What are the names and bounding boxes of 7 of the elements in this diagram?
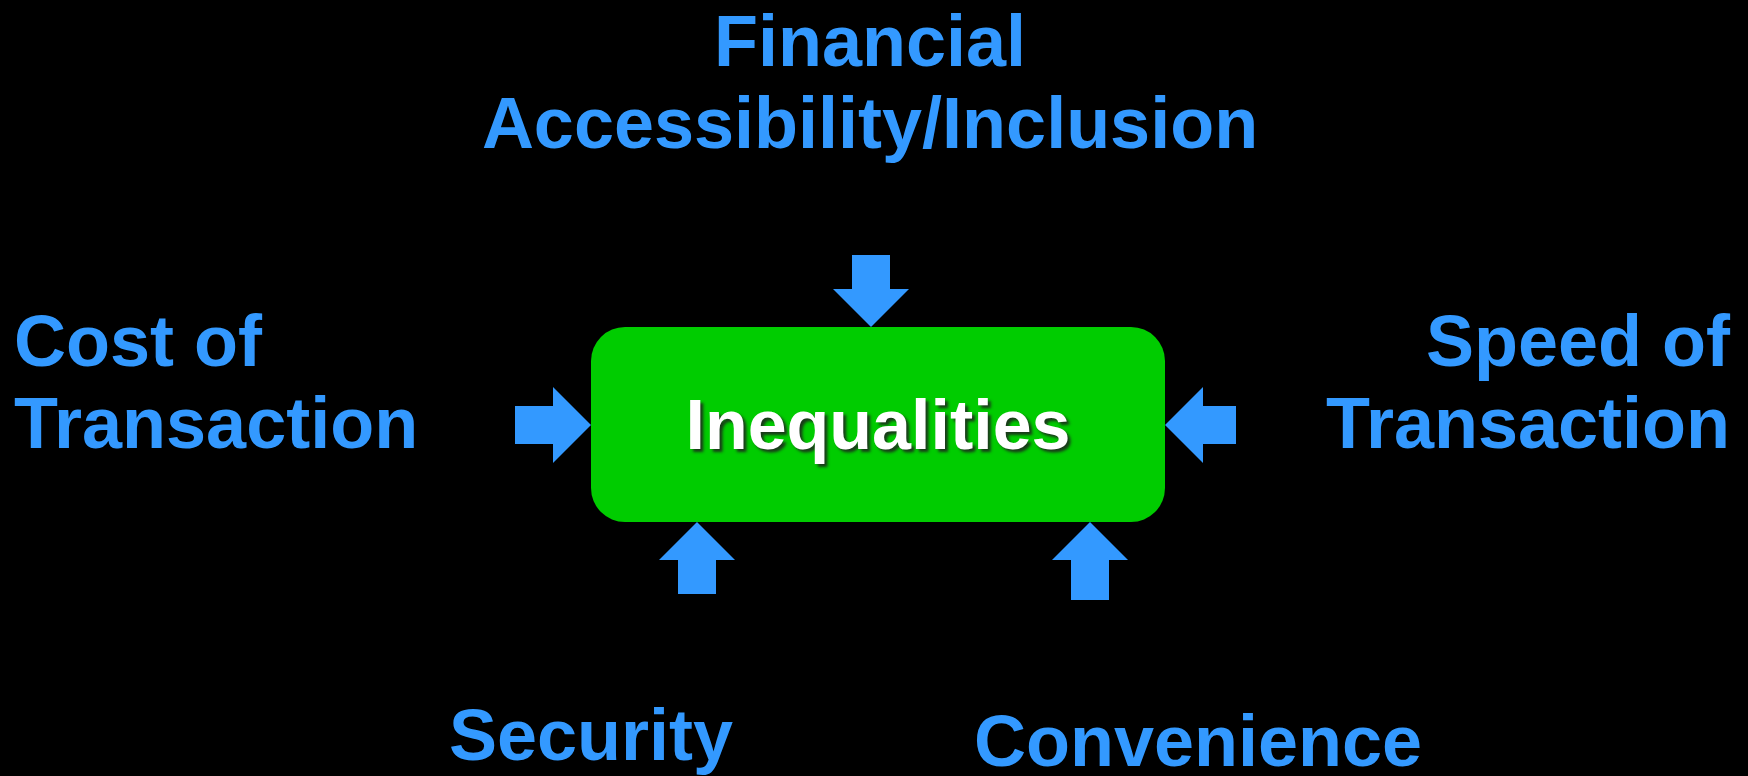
process-box — [591, 327, 1165, 522]
factor-label: Cost of Transaction — [14, 300, 454, 464]
factor-label: Security — [391, 694, 791, 776]
box-label: Inequalities — [685, 384, 1071, 465]
factor-label: Speed of Transaction — [1290, 300, 1730, 464]
factor-label: Convenience — [948, 700, 1448, 776]
factor-label: Financial Accessibility/Inclusion — [420, 0, 1320, 164]
